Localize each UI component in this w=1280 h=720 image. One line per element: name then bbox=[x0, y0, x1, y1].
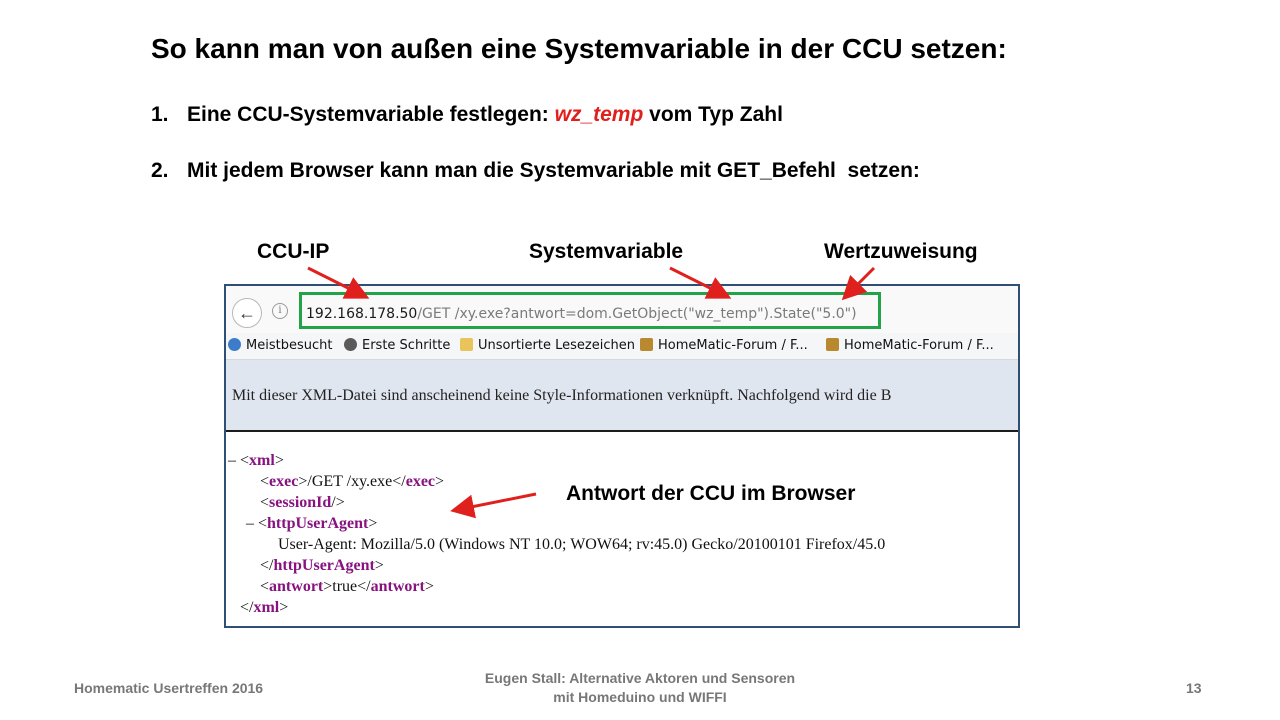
collapse-toggle[interactable]: – bbox=[246, 515, 254, 532]
item1-text-before: Eine CCU-Systemvariable festlegen: bbox=[187, 103, 555, 126]
back-arrow-icon[interactable]: ← bbox=[232, 298, 262, 328]
xml-line-antwort: <antwort>true</antwort> bbox=[260, 578, 434, 595]
bookmark-homematic-forum-1[interactable]: HomeMatic-Forum / F... bbox=[640, 338, 808, 353]
bookmark-label: Unsortierte Lesezeichen bbox=[478, 338, 635, 353]
arrow-antwort bbox=[450, 492, 537, 519]
callout-antwort: Antwort der CCU im Browser bbox=[566, 482, 856, 505]
info-icon[interactable]: i bbox=[272, 303, 288, 319]
url-highlight-box bbox=[299, 292, 881, 329]
xml-line-session: <sessionId/> bbox=[260, 494, 345, 511]
xml-info-banner: Mit dieser XML-Datei sind anscheinend ke… bbox=[226, 360, 1018, 432]
bookmark-label: Erste Schritte bbox=[362, 338, 451, 353]
bookmark-unsortierte[interactable]: Unsortierte Lesezeichen bbox=[460, 338, 635, 353]
xml-line-root-close: </xml> bbox=[240, 599, 289, 616]
list-number-2: 2. bbox=[151, 159, 169, 182]
xml-line-agent-value: User-Agent: Mozilla/5.0 (Windows NT 10.0… bbox=[278, 536, 886, 553]
callout-ccu-ip: CCU-IP bbox=[257, 240, 330, 263]
callout-wertzuweisung: Wertzuweisung bbox=[824, 240, 978, 263]
bookmarks-bar: Meistbesucht Erste Schritte Unsortierte … bbox=[226, 333, 1018, 360]
xml-info-text: Mit dieser XML-Datei sind anscheinend ke… bbox=[232, 387, 892, 404]
xml-value: /GET /xy.exe bbox=[307, 473, 393, 490]
list-item-2: 2. Mit jedem Browser kann man die Systemv… bbox=[151, 159, 920, 183]
xml-line-exec: <exec>/GET /xy.exe</exec> bbox=[260, 473, 445, 490]
xml-tag: exec bbox=[269, 473, 299, 490]
bookmark-label: HomeMatic-Forum / F... bbox=[658, 338, 808, 353]
arrow-wertzuweisung bbox=[841, 266, 876, 301]
xml-value: true bbox=[332, 578, 358, 595]
xml-tag: sessionId bbox=[269, 494, 332, 511]
xml-tree: – <xml> <exec>/GET /xy.exe</exec> <sessi… bbox=[226, 432, 1018, 626]
bookmark-label: Meistbesucht bbox=[246, 338, 333, 353]
callout-systemvariable: Systemvariable bbox=[529, 240, 684, 263]
item1-text-after: vom Typ Zahl bbox=[643, 103, 783, 126]
xml-tag: httpUserAgent bbox=[267, 515, 369, 532]
bookmark-homematic-forum-2[interactable]: HomeMatic-Forum / F... bbox=[826, 338, 994, 353]
url-toolbar: ← i 192.168.178.50/GET /xy.exe?antwort=d… bbox=[226, 286, 1018, 341]
divider bbox=[226, 430, 1018, 432]
footer-author: Eugen Stall: Alternative Aktoren und Sen… bbox=[440, 669, 840, 707]
page-number: 13 bbox=[1186, 680, 1202, 696]
folder-icon bbox=[460, 338, 473, 351]
footer-event: Homematic Usertreffen 2016 bbox=[74, 680, 264, 696]
bookmark-label: HomeMatic-Forum / F... bbox=[844, 338, 994, 353]
browser-screenshot: ← i 192.168.178.50/GET /xy.exe?antwort=d… bbox=[224, 284, 1020, 628]
url-path: /GET /xy.exe?antwort=dom.GetObject("wz_t… bbox=[417, 306, 857, 322]
rss-icon bbox=[640, 338, 653, 351]
xml-tag: antwort bbox=[370, 578, 425, 595]
xml-line-agent-close: </httpUserAgent> bbox=[260, 557, 384, 574]
item2-text: Mit jedem Browser kann man die Systemvar… bbox=[187, 159, 920, 182]
xml-line-root-open: – <xml> bbox=[228, 452, 284, 469]
xml-tag: antwort bbox=[269, 578, 324, 595]
globe-icon bbox=[344, 338, 357, 351]
bookmark-meistbesucht[interactable]: Meistbesucht bbox=[228, 338, 332, 353]
variable-name: wz_temp bbox=[554, 103, 644, 126]
bookmark-erste-schritte[interactable]: Erste Schritte bbox=[344, 338, 450, 353]
xml-tag: xml bbox=[249, 452, 275, 469]
collapse-toggle[interactable]: – bbox=[228, 452, 236, 469]
list-item-1: 1. Eine CCU-Systemvariable festlegen: wz_… bbox=[151, 103, 783, 127]
footer-line-1: Eugen Stall: Alternative Aktoren und Sen… bbox=[484, 670, 796, 686]
list-number-1: 1. bbox=[151, 103, 169, 126]
arrow-systemvariable bbox=[669, 266, 732, 299]
url-host: 192.168.178.50 bbox=[306, 306, 418, 322]
xml-line-agent-open: – <httpUserAgent> bbox=[246, 515, 378, 532]
xml-tag: exec bbox=[405, 473, 436, 490]
slide-title: So kann man von außen eine Systemvariabl… bbox=[151, 33, 1007, 64]
arrow-ccu-ip bbox=[307, 266, 370, 299]
rss-icon bbox=[826, 338, 839, 351]
xml-tag: xml bbox=[253, 599, 280, 616]
blue-globe-icon bbox=[228, 338, 241, 351]
url-bar[interactable]: 192.168.178.50/GET /xy.exe?antwort=dom.G… bbox=[306, 306, 857, 322]
xml-tag: httpUserAgent bbox=[273, 557, 375, 574]
footer-line-2: mit Homeduino und WIFFI bbox=[553, 689, 727, 705]
